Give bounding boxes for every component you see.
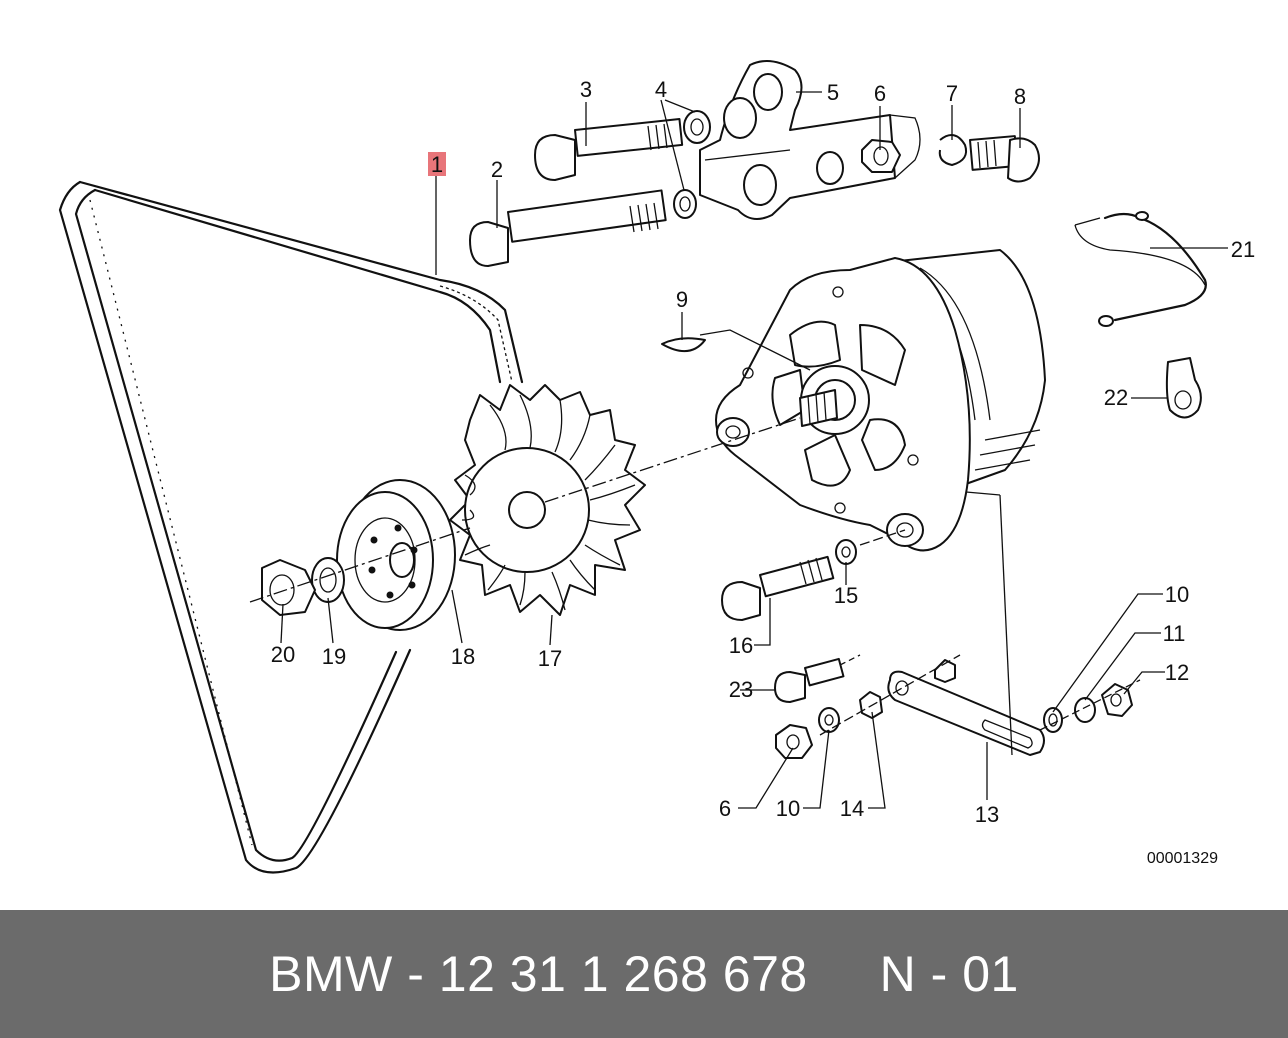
callout-15: 15 (834, 583, 858, 608)
nut-6-top (861, 139, 901, 173)
woodruff-key-9 (661, 337, 706, 352)
adjusting-bar-13 (887, 659, 1045, 756)
washer-4 (673, 110, 711, 219)
bolt-16 (721, 555, 835, 621)
nut-6-bottom (775, 724, 813, 759)
bolt-3 (534, 118, 684, 181)
washer-10-right (1043, 707, 1063, 733)
callout-11: 11 (1163, 621, 1186, 646)
callout-1-highlight (428, 152, 446, 176)
ground-strap-21 (1074, 211, 1207, 327)
nut-12 (1101, 683, 1133, 717)
drawing-number: 00001329 (1147, 850, 1218, 867)
clip-22 (1165, 357, 1202, 419)
washer-7 (938, 134, 968, 166)
callout-12: 12 (1165, 660, 1189, 685)
callout-17: 17 (538, 646, 562, 671)
callout-10: 10 (1165, 582, 1189, 607)
callout-7: 7 (946, 81, 958, 106)
callout-20: 20 (271, 642, 295, 667)
callout-10-bottom: 10 (776, 796, 800, 821)
callout-16: 16 (729, 633, 753, 658)
nut-14 (859, 691, 883, 719)
callout-6-bottom: 6 (719, 796, 731, 821)
callout-14: 14 (840, 796, 864, 821)
callout-18: 18 (451, 644, 475, 669)
bolt-23 (774, 657, 845, 703)
washer-10-bottom (818, 707, 840, 733)
nut-20 (261, 559, 316, 616)
bolt-8 (969, 135, 1040, 183)
callout-6: 6 (874, 81, 886, 106)
pulley-18 (336, 479, 456, 631)
callout-labels: 1 2 3 4 5 6 7 8 9 10 11 12 13 14 15 16 1… (271, 77, 1255, 827)
fan-17 (449, 384, 646, 616)
parts-diagram: 1 2 3 4 5 6 7 8 9 10 11 12 13 14 15 16 1… (58, 60, 1255, 874)
callout-23: 23 (729, 677, 753, 702)
part-number-banner: BMW - 12 31 1 268 678 N - 01 (0, 910, 1288, 1038)
washer-15 (835, 539, 857, 565)
callout-21: 21 (1231, 237, 1255, 262)
assembly-axis-lines (249, 417, 1141, 756)
v-belt (58, 180, 524, 874)
callout-1: 1 (431, 152, 443, 177)
callout-5: 5 (827, 80, 839, 105)
callout-19: 19 (322, 644, 346, 669)
callout-3: 3 (580, 77, 592, 102)
washer-11 (1074, 697, 1096, 723)
callout-9: 9 (676, 287, 688, 312)
callout-22: 22 (1104, 385, 1128, 410)
callout-13: 13 (975, 802, 999, 827)
callout-4: 4 (655, 77, 667, 102)
alternator (715, 249, 1046, 552)
callout-8: 8 (1014, 84, 1026, 109)
callout-2: 2 (491, 157, 503, 182)
leader-lines (280, 91, 1228, 809)
bolt-2 (469, 189, 667, 267)
part-number-text: BMW - 12 31 1 268 678 N - 01 (269, 946, 1019, 1002)
bracket-5 (699, 60, 921, 220)
